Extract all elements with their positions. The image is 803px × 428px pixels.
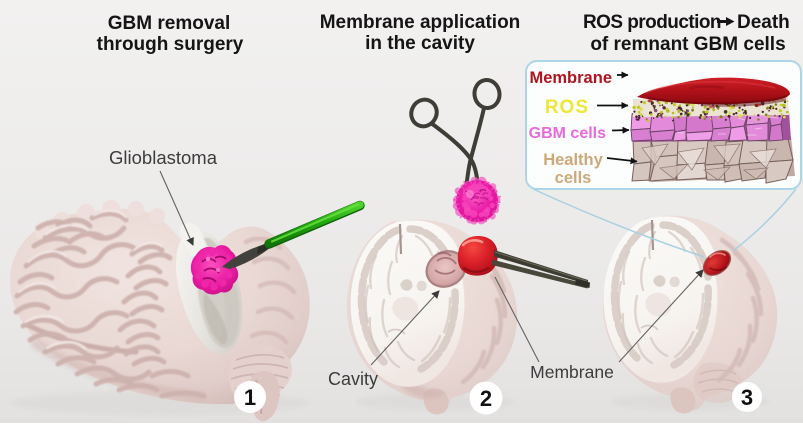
- svg-text:ROS production: ROS production: [583, 12, 721, 33]
- svg-text:3: 3: [741, 385, 753, 410]
- svg-text:Membrane: Membrane: [530, 362, 614, 382]
- svg-text:1: 1: [244, 385, 256, 410]
- svg-text:of remnant GBM cells: of remnant GBM cells: [590, 34, 785, 55]
- svg-text:GBM cells: GBM cells: [529, 125, 606, 142]
- svg-text:2: 2: [480, 386, 492, 411]
- svg-text:Cavity: Cavity: [328, 369, 378, 389]
- svg-text:GBM removal: GBM removal: [108, 13, 230, 34]
- svg-text:through surgery: through surgery: [97, 34, 244, 55]
- svg-text:Membrane: Membrane: [529, 69, 612, 87]
- svg-text:cells: cells: [555, 169, 592, 187]
- svg-text:Glioblastoma: Glioblastoma: [109, 147, 218, 168]
- svg-text:in the cavity: in the cavity: [365, 33, 475, 54]
- svg-text:Membrane application: Membrane application: [320, 12, 521, 33]
- svg-text:Death: Death: [737, 12, 790, 33]
- svg-text:ROS: ROS: [545, 97, 589, 118]
- svg-text:Healthy: Healthy: [543, 151, 603, 169]
